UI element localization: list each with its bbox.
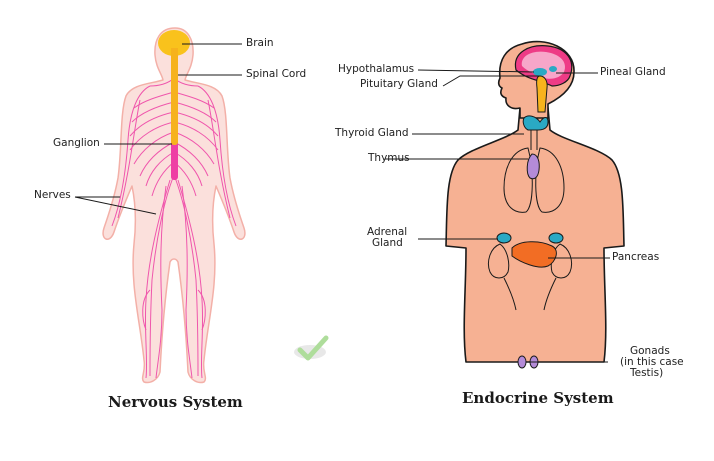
gonads — [517, 355, 527, 369]
endocrine-body-outline — [445, 107, 625, 363]
label-pineal-gland: Pineal Gland — [600, 66, 666, 78]
nervous-system-figure — [74, 27, 246, 384]
label-adrenal-line2: Gland — [372, 237, 403, 249]
nerves-leader-2 — [74, 196, 157, 215]
label-thyroid-gland: Thyroid Gland — [335, 127, 409, 139]
spinal-cord — [171, 50, 178, 145]
nervous-system-title: Nervous System — [108, 393, 243, 411]
label-pancreas: Pancreas — [612, 251, 660, 263]
label-gonads-line3: Testis) — [630, 367, 664, 379]
ganglion-marker — [171, 140, 178, 180]
hypothalamus-leader — [417, 69, 535, 73]
thyroid-gland — [522, 115, 549, 131]
hypothalamus — [533, 68, 547, 76]
pituitary-gland — [536, 75, 548, 113]
label-gonads-line2: (in this case — [620, 356, 684, 368]
endocrine-system-title: Endocrine System — [462, 389, 614, 407]
adrenal-gland-right — [548, 232, 564, 244]
pituitary-leader — [442, 75, 540, 87]
label-gonads-line1: Gonads — [630, 345, 670, 357]
watermark-logo — [294, 335, 329, 361]
pineal-gland — [549, 66, 557, 72]
label-spinal-cord: Spinal Cord — [246, 68, 307, 80]
label-ganglion: Ganglion — [53, 137, 100, 149]
label-nerves: Nerves — [34, 189, 71, 201]
label-brain: Brain — [246, 37, 274, 49]
label-adrenal-line1: Adrenal — [367, 226, 408, 238]
pancreas — [511, 241, 557, 268]
brain-nervous — [158, 30, 190, 56]
endocrine-system-figure — [385, 40, 625, 369]
adrenal-gland-left — [496, 232, 512, 244]
label-hypothalamus: Hypothalamus — [338, 63, 415, 75]
label-pituitary-gland: Pituitary Gland — [360, 78, 438, 90]
label-thymus: Thymus — [368, 152, 410, 164]
thymus — [526, 153, 540, 180]
